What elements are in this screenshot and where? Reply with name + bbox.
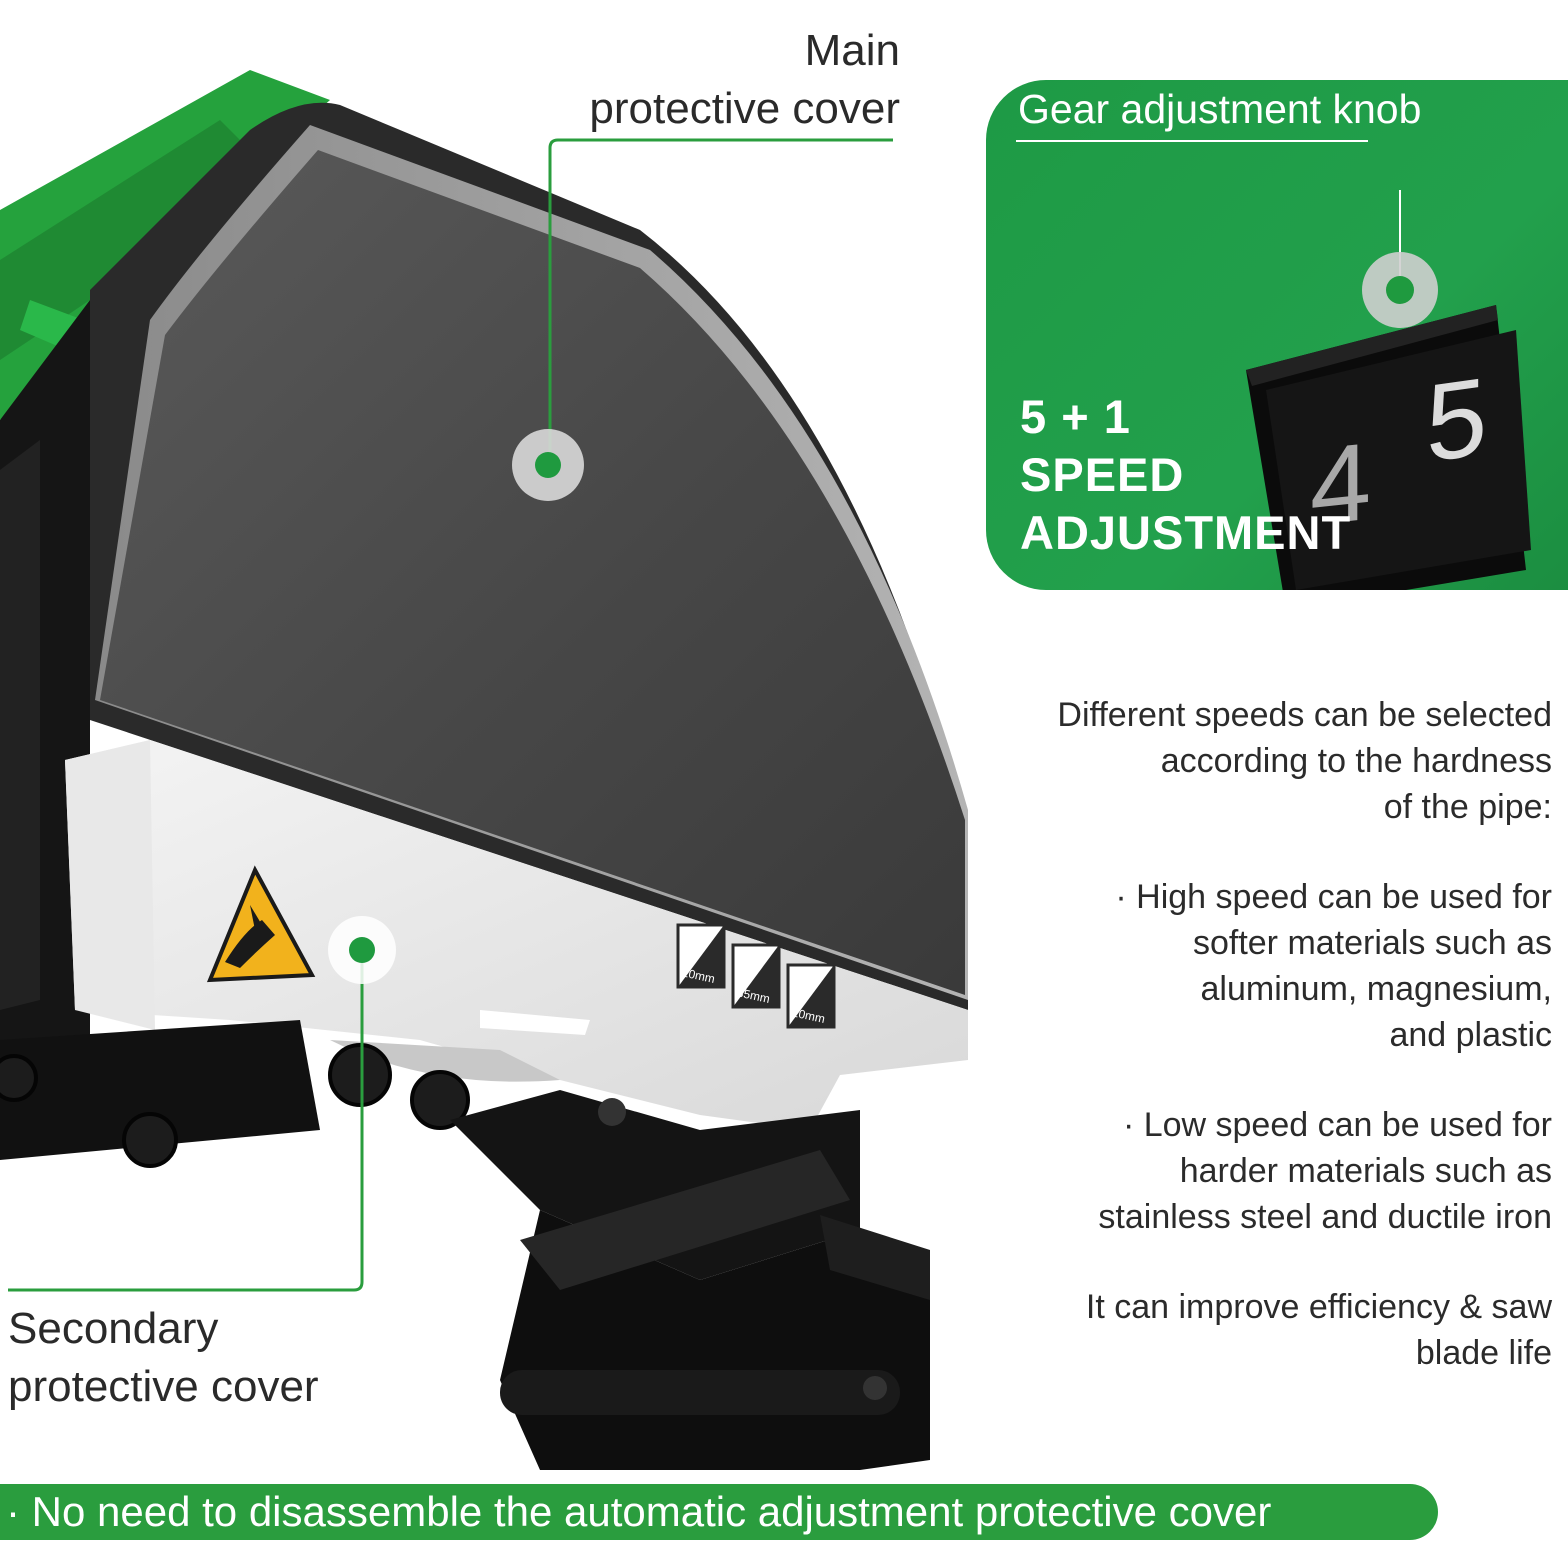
description-benefit: It can improve efficiency & saw blade li… — [992, 1284, 1552, 1376]
badge-1-label: 10mm — [681, 965, 717, 986]
hand-cut-warning-icon — [206, 865, 316, 983]
gear-title-underline — [1016, 140, 1368, 142]
high-line-3: aluminum, magnesium, — [1200, 970, 1552, 1008]
main-cover-label: Main protective cover — [520, 22, 900, 138]
speed-line-3: ADJUSTMENT — [1020, 506, 1352, 559]
gear-knob-illustration: 4 5 — [1246, 190, 1531, 590]
bottom-banner: · No need to disassemble the automatic a… — [0, 1484, 1438, 1540]
main-cover-label-line1: Main — [804, 26, 900, 75]
badge-2-label: 35mm — [736, 985, 772, 1006]
secondary-cover-label: Secondary protective cover — [8, 1300, 428, 1416]
clamp-base — [0, 1020, 930, 1470]
secondary-protective-cover — [65, 740, 968, 1130]
secondary-cover-label-line1: Secondary — [8, 1304, 219, 1353]
product-illustration: 10mm 35mm 10mm — [0, 70, 968, 1470]
low-line-3: stainless steel and ductile iron — [1098, 1198, 1552, 1236]
bottom-banner-text: · No need to disassemble the automatic a… — [6, 1488, 1272, 1535]
gear-digit-left: 4 — [1310, 420, 1371, 549]
gear-adjustment-panel: Gear adjustment knob 4 5 5 + 1 SPEED ADJ… — [986, 80, 1568, 590]
benefit-line-1: It can improve efficiency & saw — [1085, 1288, 1552, 1326]
intro-line-2: according to the hardness — [1160, 742, 1552, 780]
badge-3-label: 10mm — [791, 1005, 827, 1026]
speed-line-2: SPEED — [1020, 448, 1185, 501]
description-low-speed: · Low speed can be used for harder mater… — [992, 1102, 1552, 1240]
high-line-1: · High speed can be used for — [1115, 878, 1552, 916]
low-line-1: · Low speed can be used for — [1122, 1106, 1552, 1144]
benefit-line-2: blade life — [1415, 1334, 1552, 1372]
low-line-2: harder materials such as — [1179, 1152, 1552, 1190]
main-cover-label-line2: protective cover — [589, 84, 900, 133]
callout-main — [512, 138, 893, 501]
speed-adjustment-heading: 5 + 1 SPEED ADJUSTMENT — [1020, 388, 1351, 562]
gear-adjustment-title: Gear adjustment knob — [1018, 86, 1422, 132]
high-line-4: and plastic — [1389, 1016, 1552, 1054]
intro-line-3: of the pipe: — [1383, 788, 1552, 826]
high-line-2: softer materials such as — [1192, 924, 1552, 962]
callout-secondary — [8, 916, 396, 1292]
speed-line-1: 5 + 1 — [1020, 390, 1131, 443]
spec-badges: 10mm 35mm 10mm — [676, 923, 836, 1029]
description-intro: Different speeds can be selected accordi… — [992, 692, 1552, 830]
intro-line-1: Different speeds can be selected — [1057, 696, 1552, 734]
gear-digit-right: 5 — [1426, 355, 1487, 486]
secondary-cover-label-line2: protective cover — [8, 1362, 319, 1411]
description-high-speed: · High speed can be used for softer mate… — [992, 874, 1552, 1058]
